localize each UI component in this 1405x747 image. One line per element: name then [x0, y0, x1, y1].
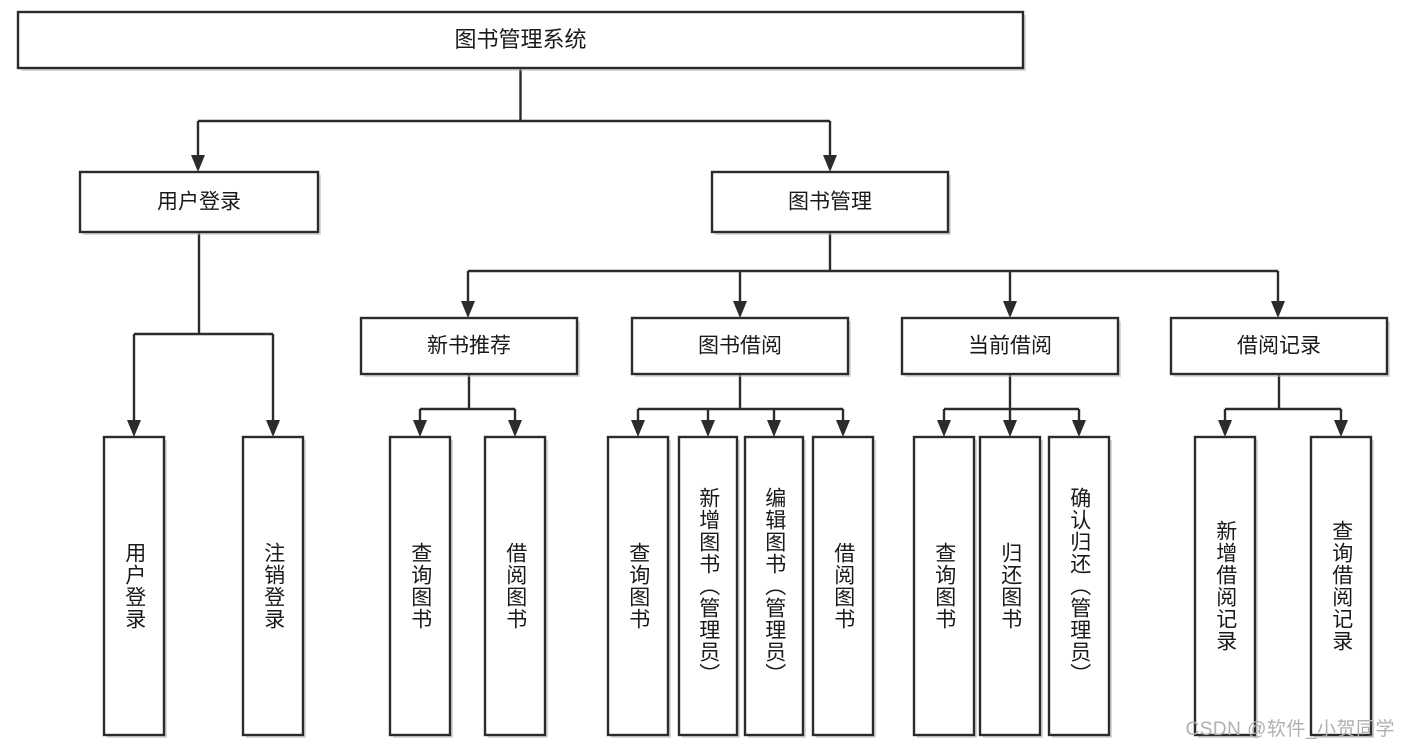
node-level3-3[interactable] — [1169, 316, 1389, 376]
node-leaf-0[interactable] — [102, 435, 166, 737]
node-leaf-7[interactable] — [811, 435, 875, 737]
node-leaf-10[interactable] — [1047, 435, 1111, 737]
arrow-head-0-1 — [823, 155, 837, 172]
node-level2-0[interactable] — [78, 170, 320, 234]
arrow-head-4-1 — [701, 420, 715, 437]
arrow-head-0-0 — [191, 155, 205, 172]
node-root-system[interactable] — [16, 10, 1025, 70]
node-level3-1-label: 图书借阅 — [698, 335, 782, 358]
arrow-head-2-2 — [1003, 301, 1017, 318]
node-leaf-8[interactable] — [912, 435, 976, 737]
arrow-head-6-0 — [1218, 420, 1232, 437]
arrow-head-4-2 — [767, 420, 781, 437]
node-leaf-11[interactable] — [1193, 435, 1257, 737]
connectors-layer — [127, 68, 1348, 437]
node-leaf-5[interactable] — [677, 435, 739, 737]
arrow-head-1-0 — [127, 420, 141, 437]
arrow-head-4-3 — [836, 420, 850, 437]
node-level3-0-label: 新书推荐 — [427, 335, 511, 358]
arrow-head-2-3 — [1271, 301, 1285, 318]
arrow-head-2-1 — [733, 301, 747, 318]
node-level2-1[interactable] — [710, 170, 950, 234]
arrow-head-3-1 — [508, 420, 522, 437]
node-level3-0[interactable] — [359, 316, 579, 376]
arrow-head-5-0 — [937, 420, 951, 437]
node-leaf-2[interactable] — [388, 435, 452, 737]
node-level3-2[interactable] — [900, 316, 1120, 376]
csdn-watermark: CSDN @软件_小贺同学 — [1185, 719, 1395, 740]
node-leaf-1[interactable] — [241, 435, 305, 737]
arrow-head-6-1 — [1334, 420, 1348, 437]
node-leaf-6[interactable] — [743, 435, 805, 737]
nodes-layer — [16, 10, 1390, 738]
arrow-head-4-0 — [631, 420, 645, 437]
node-leaf-12[interactable] — [1309, 435, 1373, 737]
node-leaf-3[interactable] — [483, 435, 547, 737]
arrow-head-5-1 — [1003, 420, 1017, 437]
arrow-head-3-0 — [413, 420, 427, 437]
node-level2-0-label: 用户登录 — [157, 191, 241, 214]
arrow-head-2-0 — [461, 301, 475, 318]
arrow-head-1-1 — [266, 420, 280, 437]
node-level2-1-label: 图书管理 — [788, 191, 872, 214]
node-leaf-4[interactable] — [606, 435, 670, 737]
node-level3-2-label: 当前借阅 — [968, 335, 1052, 358]
node-level3-1[interactable] — [630, 316, 850, 376]
node-root-system-label: 图书管理系统 — [454, 27, 586, 52]
arrow-head-5-2 — [1072, 420, 1086, 437]
node-level3-3-label: 借阅记录 — [1237, 335, 1321, 358]
node-leaf-9[interactable] — [978, 435, 1042, 737]
